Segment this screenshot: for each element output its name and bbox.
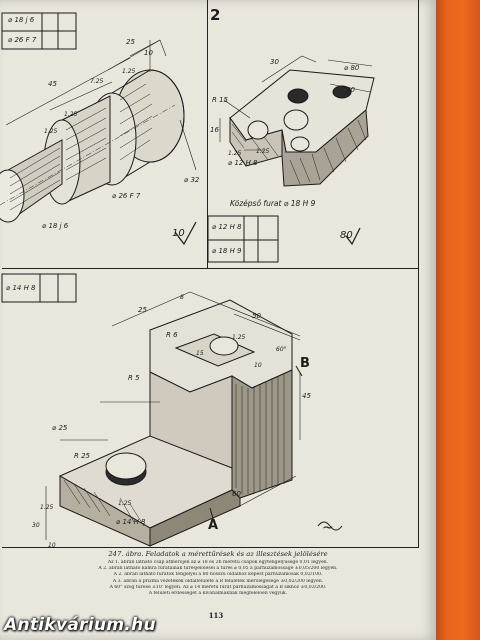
fig3-dim-25: 25 <box>138 306 147 314</box>
page-number: 113 <box>208 611 224 620</box>
fig2-dim-12h8: ⌀ 12 H 8 <box>228 159 258 167</box>
fig1-dim-125c: 1.25 <box>44 128 58 135</box>
note-line: A 2. ábrán látható furatok tengelyei a 8… <box>113 572 323 578</box>
fig1-shaft-drawing <box>0 12 197 246</box>
frame-divider-vertical <box>207 0 208 268</box>
fig1-dim-725: 7.25 <box>90 78 104 85</box>
fig2-dim-125a: 1.25 <box>228 150 242 157</box>
fig3-dim-45: 45 <box>302 392 311 400</box>
fig3-surface-a: A <box>208 518 219 533</box>
fig3-dim-25dia: ⌀ 25 <box>52 424 68 432</box>
fig1-dim-125a: 1.25 <box>122 68 136 75</box>
fig2-tol-label-1: ⌀ 12 H 8 <box>212 223 242 231</box>
caption-title: 247. ábra. Feladatok a mérettűrések és a… <box>108 550 328 558</box>
fig2-dim-16: 16 <box>210 126 219 134</box>
fig3-dim-10b: 10 <box>48 542 56 549</box>
fig1-dim-125b: 1.25 <box>64 111 78 118</box>
fig2-dim-80: ⌀ 80 <box>344 64 360 72</box>
fig1-roughness: 10 <box>172 228 185 239</box>
caption-notes: Az 1. ábrán látható csap átmérőjén az ⌀ … <box>16 560 420 597</box>
fig1-dim-25: 25 <box>126 38 135 46</box>
technical-drawings <box>0 12 375 547</box>
figure-frame <box>2 0 419 548</box>
fig3-dim-8: 8 <box>180 294 184 301</box>
fig3-dim-14h8: ⌀ 14 H 8 <box>116 518 146 526</box>
fig3-dim-r25: R 25 <box>74 452 90 460</box>
fig3-dim-15: 15 <box>196 350 204 357</box>
fig3-dim-r5: R 5 <box>128 374 140 382</box>
note-line: A 3. ábrán a prizma vezetékek oldalfelül… <box>112 578 324 584</box>
fig1-dim-45: 45 <box>48 80 57 88</box>
fig1-dim-18j6: ⌀ 18 j 6 <box>42 222 69 230</box>
fig3-surface-b: B <box>300 356 310 371</box>
fig2-dim-30b: 30 <box>346 86 355 94</box>
fig3-dim-60: 60 <box>232 490 241 498</box>
note-line: A 60° szög tűrése ±10' legyen. Az ⌀ 14 m… <box>109 584 327 590</box>
fig2-tol-label-2: ⌀ 18 H 9 <box>212 247 242 255</box>
fig3-bracket-drawing <box>1 273 343 547</box>
watermark: Antikvárium.hu <box>4 615 156 635</box>
fig1-tol-label-1: ⌀ 18 j 6 <box>8 16 35 24</box>
fig2-dim-30a: 30 <box>270 58 279 66</box>
fig3-dim-30: 30 <box>32 522 40 529</box>
fig2-roughness: 80 <box>340 230 353 241</box>
fig3-roughness: ~ <box>322 520 334 536</box>
fig3-dim-50: 50 <box>252 312 261 320</box>
note-line: A 2. ábrán látható kamra furatainak tűré… <box>98 566 338 572</box>
frame-divider-horizontal <box>2 268 418 269</box>
note-line: A felületi érdességet a kívánalmaknak me… <box>148 591 288 597</box>
fig1-dim-26f7: ⌀ 26 F 7 <box>112 192 141 200</box>
fig2-center-hole: Középső furat ⌀ 18 H 9 <box>230 199 316 208</box>
fig3-dim-125b: 1.25 <box>232 334 246 341</box>
fig2-block-drawing <box>207 55 375 263</box>
figure-caption: 247. ábra. Feladatok a mérettűrések és a… <box>16 550 420 558</box>
fig1-tol-label-2: ⌀ 26 F 7 <box>8 36 37 44</box>
frame-bottom <box>2 547 418 548</box>
fig1-dim-32: ⌀ 32 <box>184 176 200 184</box>
fig2-dim-r15: R 15 <box>212 96 228 104</box>
fig3-dim-10a: 10 <box>254 362 262 369</box>
note-line: Az 1. ábrán látható csap átmérőjén az ⌀ … <box>107 560 329 565</box>
fig3-dim-r6: R 6 <box>166 331 178 339</box>
fig3-dim-125c: 1.25 <box>40 504 54 511</box>
fig2-number: 2 <box>210 6 221 24</box>
fig3-dim-125a: 1.25 <box>118 500 132 507</box>
fig3-dim-60deg: 60° <box>276 346 287 353</box>
fig2-dim-125b: 1.25 <box>256 148 270 155</box>
orange-book-cover <box>436 0 480 640</box>
fig1-dim-10: 10 <box>144 49 153 57</box>
fig3-tol-label-1: ⌀ 14 H 8 <box>6 284 36 292</box>
